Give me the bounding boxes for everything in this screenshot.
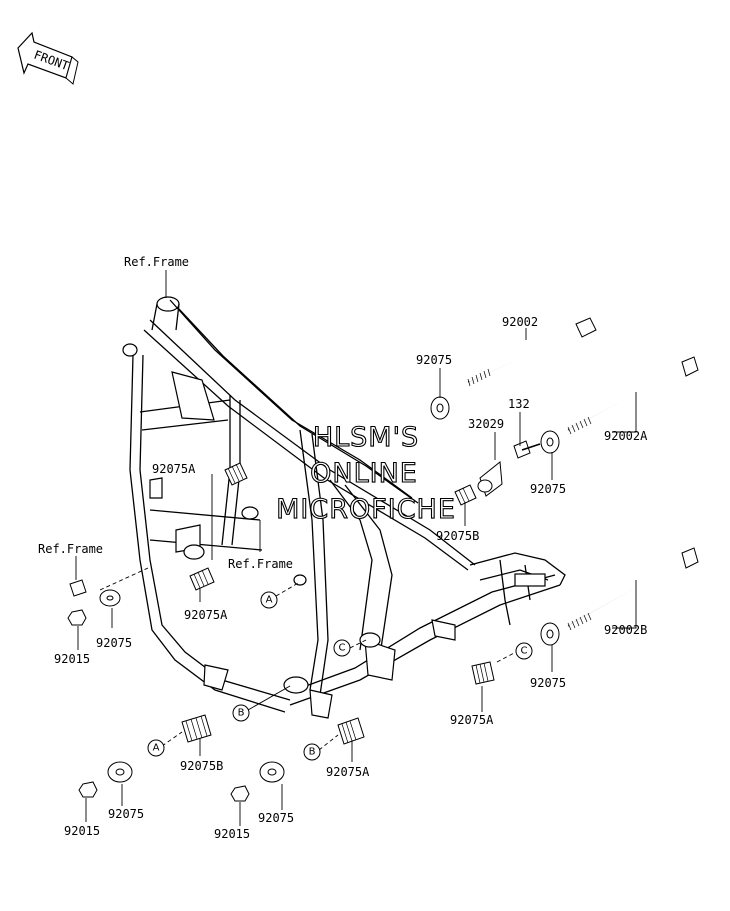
bolt-92002B — [567, 547, 699, 631]
collar-92075B-bottom — [181, 714, 212, 743]
bolt-left — [69, 569, 141, 597]
nut-92015-left — [67, 609, 87, 626]
watermark-line-1: HLSM'S — [313, 422, 419, 453]
collar-92075A-upper — [224, 462, 248, 486]
label-92075A-upper: 92075A — [152, 462, 196, 476]
callout-C-frame: C — [333, 639, 351, 657]
watermark: HLSM'S ONLINE MICROFICHE — [276, 421, 456, 525]
watermark-line-2: ONLINE — [310, 458, 418, 489]
callout-C-right: C — [515, 642, 533, 660]
collar-92075A-bottom — [337, 717, 365, 745]
part-labels: Ref.Frame 92002 92075 132 32029 92002A 9… — [38, 255, 648, 841]
bolt-132 — [513, 440, 541, 459]
washer-92075-top — [430, 396, 450, 420]
label-92075-bottom-mid: 92075 — [258, 811, 294, 825]
collar-92075A-mid — [189, 567, 215, 591]
washer-92075-bottom-mid — [259, 761, 285, 783]
label-92075-right: 92075 — [530, 482, 566, 496]
nut-92015-bottom-left — [78, 781, 98, 798]
label-92075A-bottom: 92075A — [326, 765, 370, 779]
label-92002A: 92002A — [604, 429, 648, 443]
washer-92075-bottom-left — [107, 761, 133, 783]
collar-92075A-right — [471, 661, 495, 685]
label-92075B-right: 92075B — [436, 529, 479, 543]
label-92015-bottom-mid: 92015 — [214, 827, 250, 841]
label-92075A-right: 92075A — [450, 713, 494, 727]
label-92075-top: 92075 — [416, 353, 452, 367]
callout-B-frame: B — [232, 704, 250, 722]
callout-B-bottom: B — [303, 743, 321, 761]
label-92075-left: 92075 — [96, 636, 132, 650]
callout-A-bottom: A — [147, 739, 165, 757]
nut-92015-bottom-mid — [230, 785, 250, 802]
collar-92075B-right — [454, 484, 477, 506]
label-132: 132 — [508, 397, 530, 411]
label-92075B-bottom: 92075B — [180, 759, 223, 773]
label-92075A-mid: 92075A — [184, 608, 228, 622]
callout-A-frame: A — [260, 591, 278, 609]
label-ref-frame-top: Ref.Frame — [124, 255, 189, 269]
bolt-92002A — [567, 356, 699, 435]
front-arrow-icon: FRONT — [17, 31, 79, 85]
callout-B-bottom-letter: B — [309, 747, 316, 758]
callout-C-frame-letter: C — [339, 643, 346, 654]
callout-B-frame-letter: B — [238, 708, 245, 719]
washer-92075-lower-right — [540, 622, 560, 646]
leader-lines — [75, 270, 637, 826]
label-ref-frame-left: Ref.Frame — [38, 542, 103, 556]
callout-A-bottom-letter: A — [153, 743, 160, 754]
label-92075-lower-right: 92075 — [530, 676, 566, 690]
washer-92075-left — [99, 589, 121, 607]
callout-C-right-letter: C — [521, 646, 528, 657]
label-92015-left: 92015 — [54, 652, 90, 666]
label-92075-bottom-left: 92075 — [108, 807, 144, 821]
label-32029: 32029 — [468, 417, 504, 431]
label-ref-frame-mid: Ref.Frame — [228, 557, 293, 571]
label-92002: 92002 — [502, 315, 538, 329]
bracket-32029 — [477, 461, 503, 497]
label-92015-bottom-left: 92015 — [64, 824, 100, 838]
label-92002B: 92002B — [604, 623, 647, 637]
washer-92075-right — [540, 430, 560, 454]
bolt-92002 — [467, 317, 597, 387]
motorcycle-frame — [122, 296, 566, 719]
callout-A-frame-letter: A — [266, 595, 273, 606]
watermark-line-3: MICROFICHE — [276, 494, 456, 525]
